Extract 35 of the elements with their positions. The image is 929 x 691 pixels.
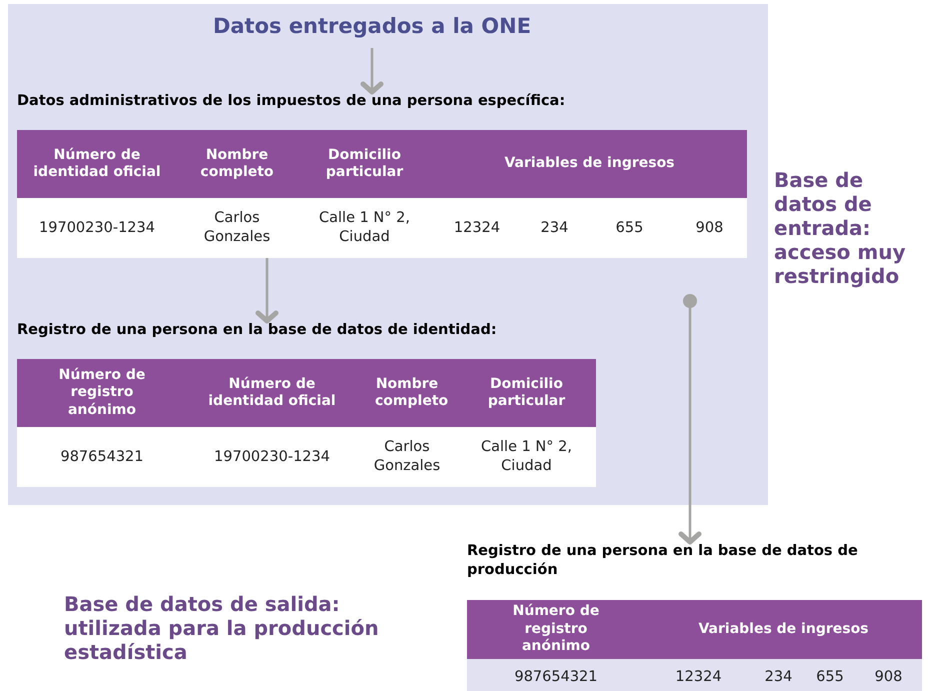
table-cell: 655: [587, 198, 672, 258]
table-cell: 234: [522, 198, 587, 258]
table-cell: 19700230-1234: [17, 198, 177, 258]
table-cell: 655: [805, 659, 855, 691]
table-header-cell: Nombre completo: [357, 359, 457, 427]
table-cell: 987654321: [467, 659, 645, 691]
table-header-cell: Número de registro anónimo: [467, 600, 645, 659]
table-cell: 987654321: [17, 427, 187, 487]
table-cell: Carlos Gonzales: [177, 198, 297, 258]
table-header-cell: Domicilio particular: [297, 130, 432, 198]
table-header-cell: Variables de ingresos: [432, 130, 747, 198]
table-cell: Calle 1 N° 2, Ciudad: [297, 198, 432, 258]
table-heading: Registro de una persona en la base de datos de producción: [467, 542, 859, 580]
table-cell: 234: [752, 659, 805, 691]
chevron-arrow: [360, 48, 384, 94]
table-header-cell: Nombre completo: [177, 130, 297, 198]
table-heading: Datos administrativos de los impuestos de una persona específica:: [17, 92, 566, 111]
table-cell: Carlos Gonzales: [357, 427, 457, 487]
table-header-cell: Número de registro anónimo: [17, 359, 187, 427]
table-cell: Calle 1 N° 2, Ciudad: [457, 427, 596, 487]
table-heading: Registro de una persona en la base de datos de identidad:: [17, 321, 498, 340]
table-header-cell: Domicilio particular: [457, 359, 596, 427]
table-cell: 12324: [645, 659, 752, 691]
chevron-arrow: [256, 258, 278, 324]
table-header-cell: Número de identidad oficial: [17, 130, 177, 198]
table-cell: 12324: [432, 198, 522, 258]
table-cell: 19700230-1234: [187, 427, 357, 487]
section-heading: Base de datos de entrada: acceso muy restringido: [774, 168, 906, 288]
table-header-cell: Variables de ingresos: [645, 600, 922, 659]
table-header-cell: Número de identidad oficial: [187, 359, 357, 427]
title-text: Datos entregados a la ONE: [212, 14, 532, 38]
table-cell: 908: [672, 198, 747, 258]
connector-arrow: [678, 294, 702, 544]
table-cell: 908: [855, 659, 922, 691]
section-heading: Base de datos de salida: utilizada para la producción estadística: [64, 592, 380, 664]
